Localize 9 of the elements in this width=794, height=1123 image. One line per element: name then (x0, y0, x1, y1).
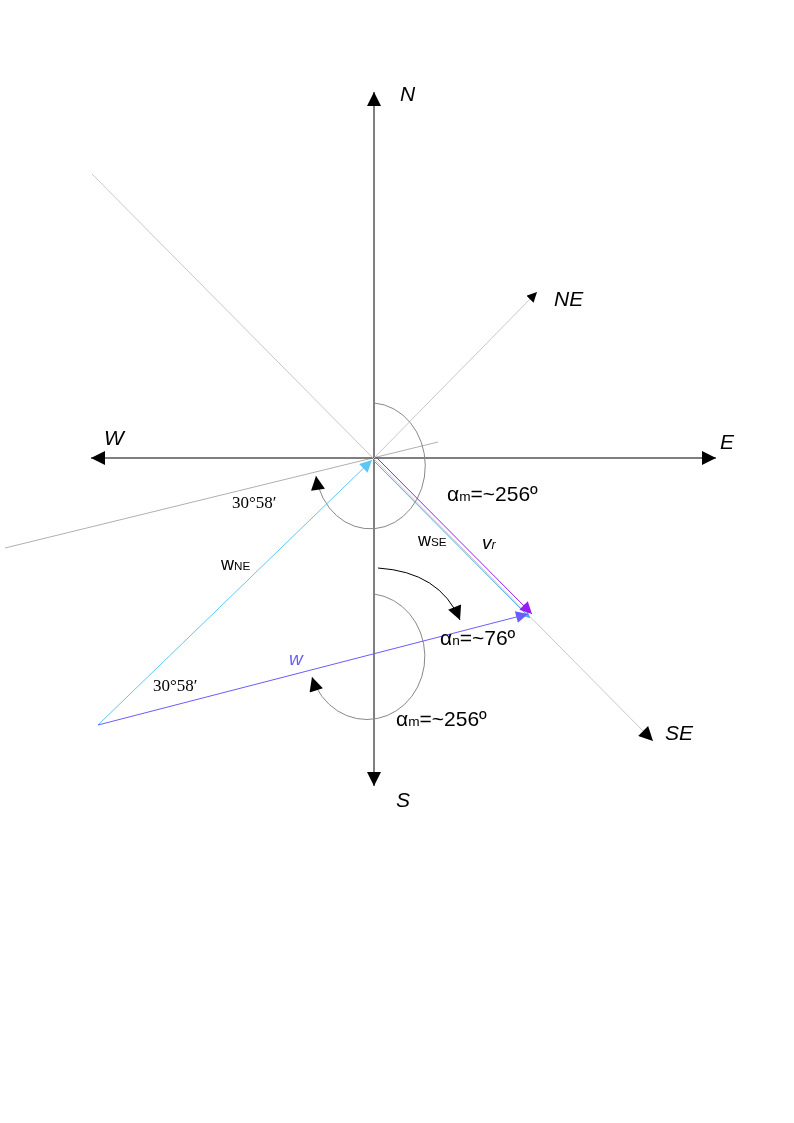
direction-label: S (396, 788, 410, 812)
direction-label: N (400, 82, 416, 106)
direction-label: E (720, 430, 734, 454)
direction-label: W (104, 426, 124, 450)
direction-label: NE (554, 287, 584, 311)
angle-label: 30°58′ (153, 677, 198, 696)
direction-label: SE (665, 721, 693, 745)
angle-label: 30°58′ (232, 494, 277, 513)
vector-label: w (289, 649, 303, 670)
